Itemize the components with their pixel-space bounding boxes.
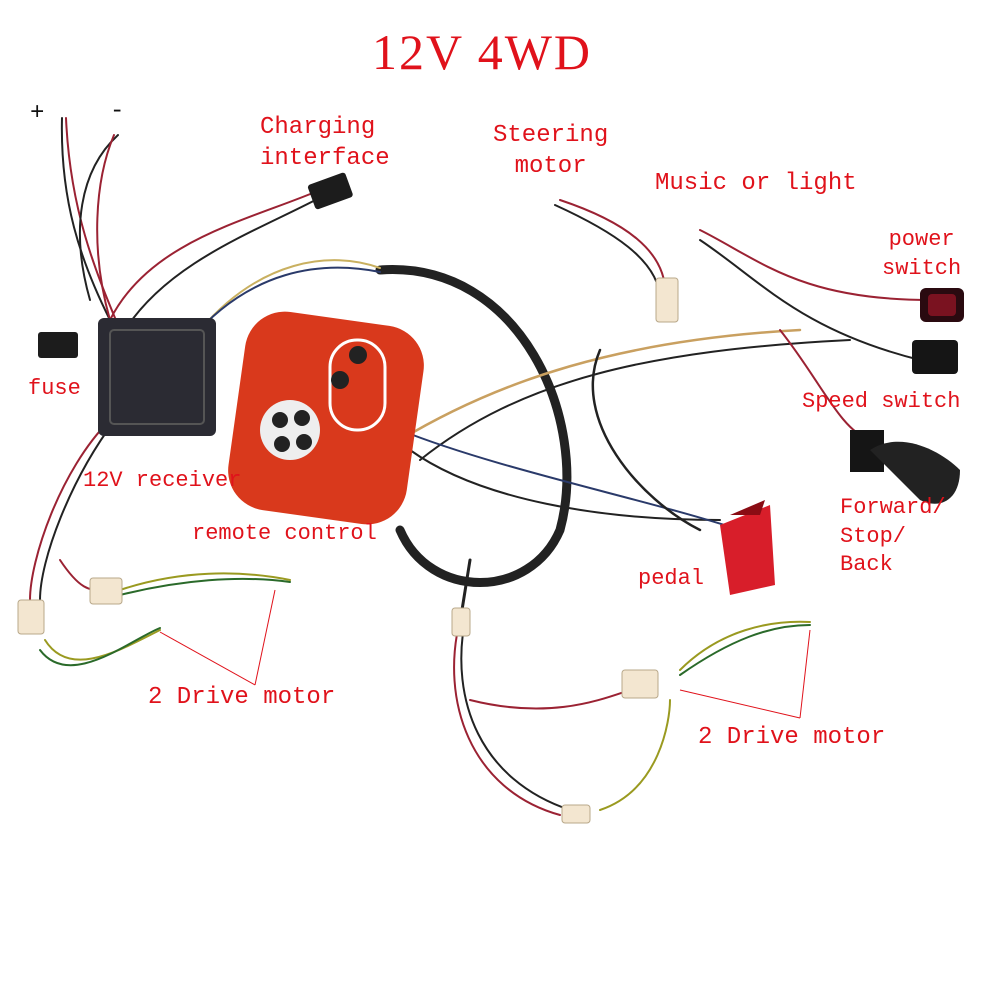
connectors bbox=[17, 277, 679, 824]
fuse-component bbox=[38, 332, 78, 358]
pedal-component bbox=[720, 500, 775, 595]
speed-switch bbox=[912, 340, 958, 374]
steering-motor-label: Steering motor bbox=[493, 120, 608, 182]
receiver-box bbox=[98, 318, 216, 436]
label-line: interface bbox=[260, 145, 390, 173]
negative-terminal-label: - bbox=[110, 98, 125, 125]
label-line: Stop/ bbox=[840, 523, 907, 549]
label-line: Steering bbox=[493, 122, 609, 149]
drive-motor-label-left: 2 Drive motor bbox=[148, 684, 336, 711]
forward-stop-back-label: Forward/Stop/Back bbox=[840, 494, 946, 580]
drive-motor-label-right: 2 Drive motor bbox=[698, 724, 886, 751]
positive-terminal-label: + bbox=[30, 100, 45, 127]
receiver-label: 12V receiver bbox=[83, 468, 242, 493]
gear-shifter bbox=[850, 430, 960, 504]
charging-interface-label: Charging interface bbox=[260, 112, 390, 174]
drive-motor-pointer-lines bbox=[159, 589, 811, 719]
diagram-title: 12V 4WD bbox=[372, 24, 593, 80]
label-line: power bbox=[888, 227, 955, 252]
label-line: Back bbox=[840, 552, 893, 578]
power-switch bbox=[920, 288, 964, 322]
remote-control-label: remote control bbox=[192, 521, 377, 546]
label-line: Charging bbox=[260, 114, 376, 141]
fuse-label: fuse bbox=[28, 376, 81, 401]
label-line: switch bbox=[882, 255, 962, 281]
charging-plug bbox=[307, 172, 353, 210]
speed-switch-label: Speed switch bbox=[802, 389, 961, 414]
label-line: Forward/ bbox=[840, 495, 946, 520]
label-line: motor bbox=[514, 153, 587, 181]
remote-control bbox=[228, 311, 424, 525]
music-or-light-label: Music or light bbox=[655, 170, 857, 197]
power-switch-label: power switch bbox=[882, 226, 961, 283]
pedal-label: pedal bbox=[638, 566, 705, 591]
